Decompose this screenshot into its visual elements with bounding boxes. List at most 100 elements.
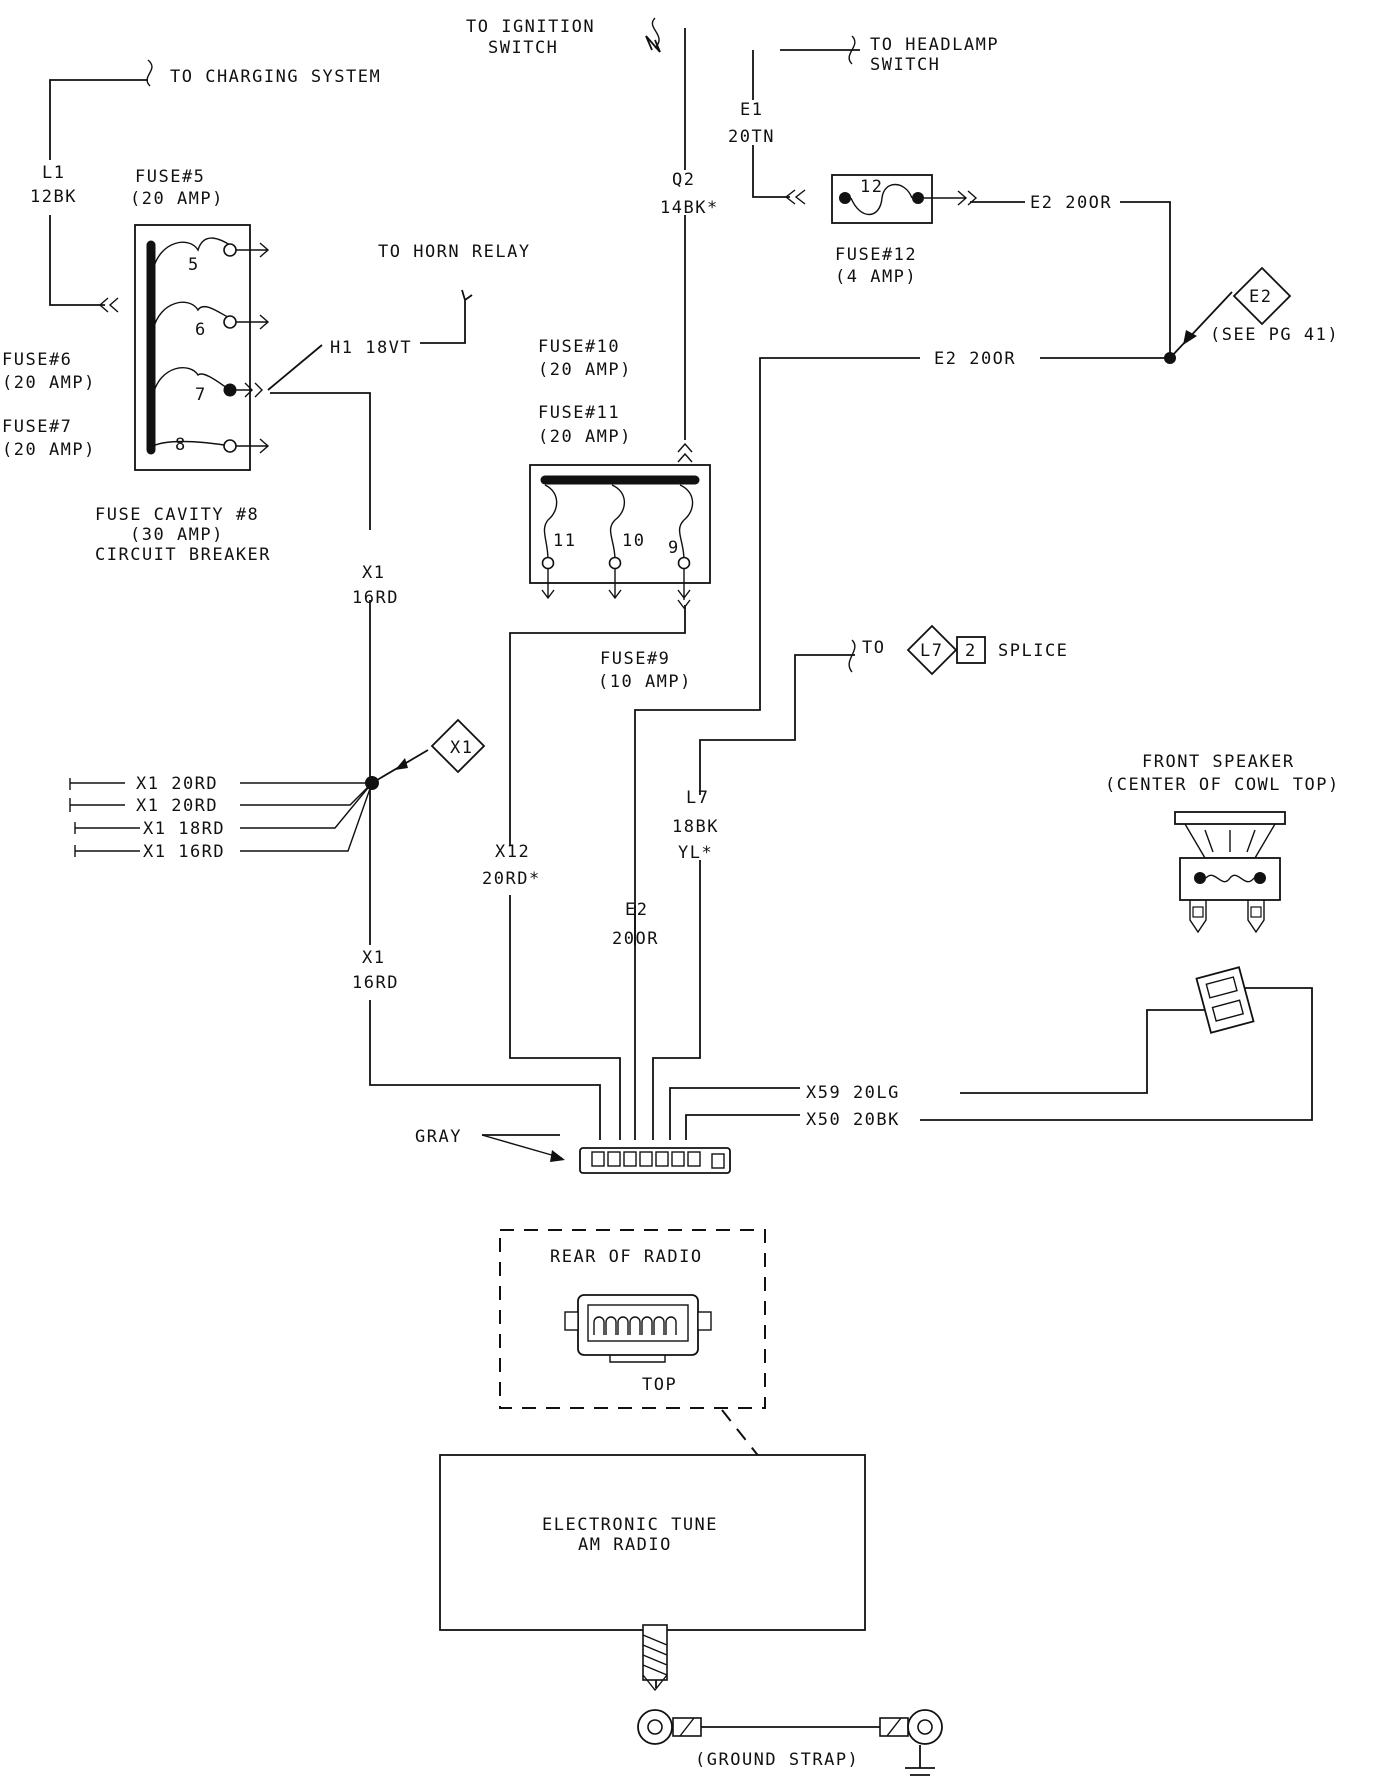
label-l7-wire2: YL* (678, 843, 713, 863)
wire-x1-branch-1 (69, 778, 370, 790)
fuse12-in (784, 189, 806, 205)
label-cavity-1: FUSE CAVITY #8 (95, 505, 259, 525)
label-to-headlamp-1: TO HEADLAMP (870, 35, 999, 55)
label-l7-code: L7 (686, 788, 709, 808)
wire-l1 (49, 79, 148, 306)
ground-symbol (905, 1745, 935, 1776)
label-l1-code: L1 (42, 163, 65, 183)
label-q2-code: Q2 (672, 170, 695, 190)
label-to-ignition-2: SWITCH (488, 38, 558, 58)
rear-radio-leader (721, 1409, 761, 1459)
label-radio-2: AM RADIO (578, 1535, 672, 1555)
fuse12-element (850, 183, 913, 215)
label-x12-wire: 20RD* (482, 869, 541, 889)
e2-splice-dot (1164, 352, 1176, 364)
label-x1-18rd: X1 18RD (143, 819, 225, 839)
label-x12-code: X12 (495, 842, 530, 862)
label-x1-upper-code: X1 (362, 563, 385, 583)
wire-e2-top (970, 201, 1171, 358)
rear-of-radio (499, 1229, 766, 1459)
label-fuse6-amp: (20 AMP) (2, 373, 96, 393)
label-fuse11: FUSE#11 (538, 403, 620, 423)
fuse12-out (924, 190, 978, 206)
wire-h1-lead (267, 344, 323, 391)
label-x50: X50 20BK (806, 1110, 900, 1130)
label-n10: 10 (622, 531, 645, 551)
front-speaker (1174, 811, 1286, 1034)
labels: TO CHARGING SYSTEM L1 12BK FUSE#5 (20 AM… (2, 17, 1340, 1770)
label-x1-16rd: X1 16RD (143, 842, 225, 862)
label-x59: X59 20LG (806, 1083, 900, 1103)
label-rear-radio: REAR OF RADIO (550, 1247, 703, 1267)
fuse-10-element (609, 484, 626, 561)
wire-e2-mid (634, 357, 1170, 1140)
fuse11-out (541, 569, 555, 600)
label-e2-code: E2 (625, 900, 648, 920)
label-h1-wire: H1 18VT (330, 338, 412, 358)
label-e2-wire: 20OR (612, 929, 659, 949)
label-front-speaker-2: (CENTER OF COWL TOP) (1105, 775, 1340, 795)
label-top: TOP (642, 1375, 677, 1395)
wire-l7 (652, 654, 855, 1140)
fuse12-block (784, 174, 978, 224)
label-q2-wire: 14BK* (660, 198, 719, 218)
label-n6: 6 (195, 320, 207, 340)
fuse-11-element (543, 484, 558, 561)
label-fuse10-amp: (20 AMP) (538, 360, 632, 380)
fuse-8-element (152, 440, 231, 447)
fuse6-out (236, 314, 270, 330)
label-fuse9: FUSE#9 (600, 649, 670, 669)
label-fuse9-amp: (10 AMP) (598, 672, 692, 692)
wire-x1-branch-2 (69, 782, 373, 812)
label-n11: 11 (553, 531, 576, 551)
fuse-5-element (152, 237, 231, 271)
label-l1-wire: 12BK (30, 187, 77, 207)
label-see-pg: (SEE PG 41) (1210, 325, 1339, 345)
headlamp-squiggle (848, 35, 856, 65)
wire-x50 (685, 987, 1313, 1140)
label-radio-1: ELECTRONIC TUNE (542, 1515, 718, 1535)
wire-x1 (270, 392, 601, 1140)
radio-ground-stud (637, 1624, 943, 1745)
label-e2-diamond: E2 (1249, 287, 1272, 307)
wire-x12 (509, 605, 686, 1140)
label-x1-lower-code: X1 (362, 948, 385, 968)
wires (49, 28, 1313, 1776)
label-cavity-2: (30 AMP) (130, 525, 224, 545)
x1-arrowhead (395, 758, 408, 770)
ignition-squiggle (651, 17, 660, 49)
label-to-ignition-1: TO IGNITION (466, 17, 595, 37)
label-to-splice: TO (862, 638, 885, 658)
label-to-horn: TO HORN RELAY (378, 242, 531, 262)
callouts (146, 17, 1292, 774)
l1-connector (98, 297, 119, 313)
label-x1-upper-wire: 16RD (352, 588, 399, 608)
left-fuse-block (98, 224, 270, 471)
speaker-connector (1195, 966, 1255, 1034)
gray-connector (481, 1134, 731, 1174)
fuse-9-element (678, 484, 694, 561)
label-fuse12-amp: (4 AMP) (835, 267, 917, 287)
label-fuse7: FUSE#7 (2, 417, 72, 437)
label-to-headlamp-2: SWITCH (870, 55, 940, 75)
label-cavity-3: CIRCUIT BREAKER (95, 545, 271, 565)
label-x1-20rd-a: X1 20RD (136, 774, 218, 794)
label-e1-wire: 20TN (728, 127, 775, 147)
fuse-6-element (152, 301, 231, 331)
fuse8-out (236, 438, 270, 454)
label-l7-box: 2 (965, 641, 977, 661)
charging-squiggle (146, 59, 153, 87)
x1-splice-dot (365, 776, 379, 790)
label-fuse7-amp: (20 AMP) (2, 440, 96, 460)
label-x1-20rd-b: X1 20RD (136, 796, 218, 816)
label-e2-top: E2 20OR (1030, 193, 1112, 213)
label-fuse5: FUSE#5 (135, 167, 205, 187)
l7-box (956, 636, 986, 664)
fuse-7-element (152, 367, 231, 396)
wire-x1-branch-3 (74, 782, 373, 834)
fuse10-out (608, 569, 622, 600)
wire-q2 (645, 28, 686, 440)
label-fuse12: FUSE#12 (835, 245, 917, 265)
label-to-charging: TO CHARGING SYSTEM (170, 67, 381, 87)
